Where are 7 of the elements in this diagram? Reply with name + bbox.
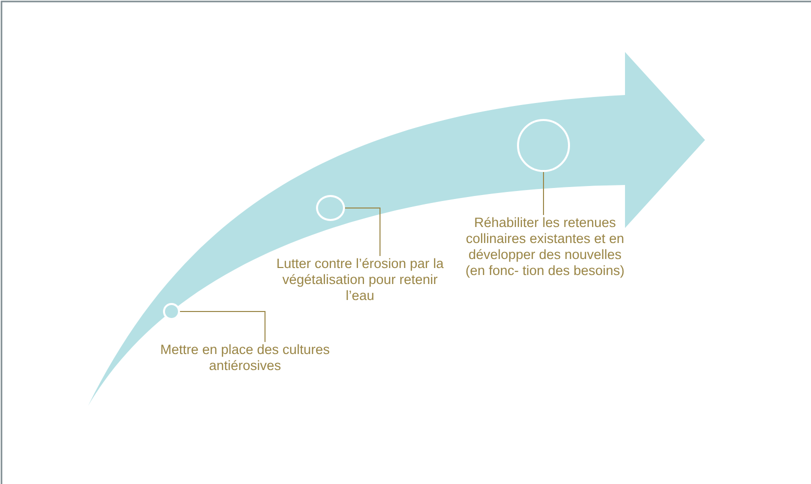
leader-line: [543, 172, 544, 216]
step-label: Lutter contre l’érosion par la végétalisation pour retenir l’eau: [272, 256, 448, 304]
milestone-circle: [163, 303, 180, 320]
leader-line: [180, 311, 266, 342]
step-label: Mettre en place des cultures antiérosives: [150, 342, 340, 374]
step-label: Réhabiliter les retenues collinaires existantes et en développer des nouvelles (en fonc- tion des besoins): [462, 215, 628, 279]
leader-line: [344, 208, 380, 256]
